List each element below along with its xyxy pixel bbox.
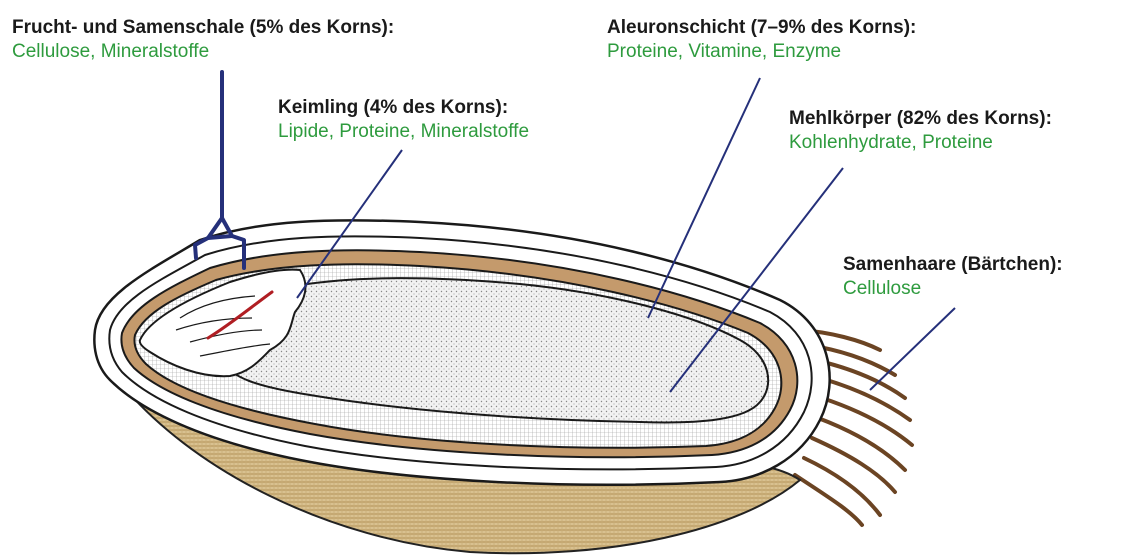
label-frucht-content: Cellulose, Mineralstoffe bbox=[12, 40, 394, 64]
label-mehl-content: Kohlenhydrate, Proteine bbox=[789, 131, 1052, 155]
label-haare-content: Cellulose bbox=[843, 277, 1063, 301]
label-aleuron: Aleuronschicht (7–9% des Korns): Protein… bbox=[607, 16, 916, 64]
label-keimling-content: Lipide, Proteine, Mineralstoffe bbox=[278, 120, 529, 144]
label-frucht-title: Frucht- und Samenschale (5% des Korns): bbox=[12, 16, 394, 40]
leader-haare bbox=[870, 308, 955, 390]
label-mehl: Mehlkörper (82% des Korns): Kohlenhydrat… bbox=[789, 107, 1052, 155]
label-aleuron-content: Proteine, Vitamine, Enzyme bbox=[607, 40, 916, 64]
label-aleuron-title: Aleuronschicht (7–9% des Korns): bbox=[607, 16, 916, 40]
label-keimling: Keimling (4% des Korns): Lipide, Protein… bbox=[278, 96, 529, 144]
label-frucht: Frucht- und Samenschale (5% des Korns): … bbox=[12, 16, 394, 64]
label-haare: Samenhaare (Bärtchen): Cellulose bbox=[843, 253, 1063, 301]
label-mehl-title: Mehlkörper (82% des Korns): bbox=[789, 107, 1052, 131]
label-haare-title: Samenhaare (Bärtchen): bbox=[843, 253, 1063, 277]
label-keimling-title: Keimling (4% des Korns): bbox=[278, 96, 529, 120]
